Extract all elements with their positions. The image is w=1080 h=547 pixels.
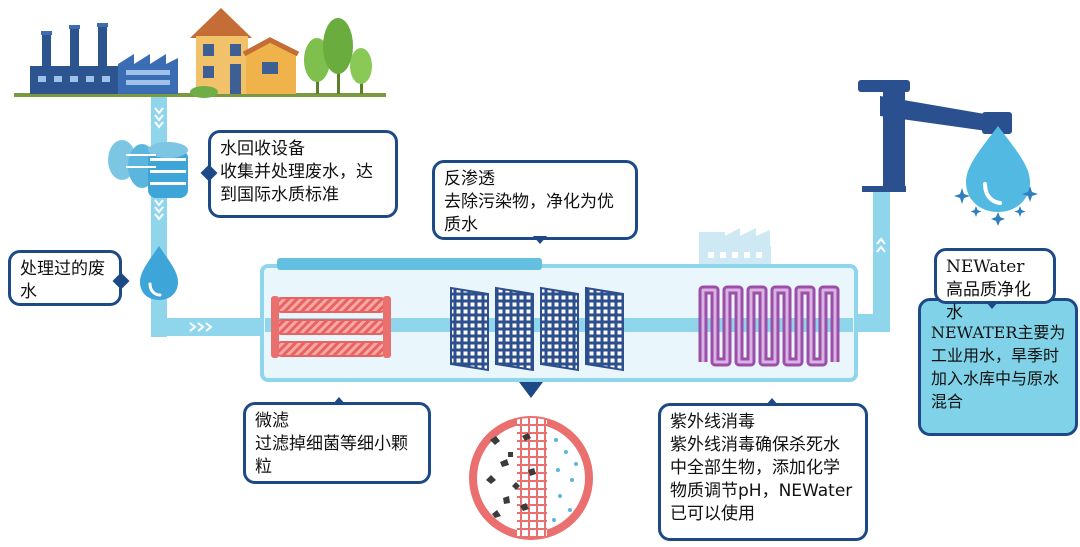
tree-icon [304,18,372,94]
house-icon [190,8,300,98]
factory-icon [30,23,178,94]
callout-title: 反渗透 [444,169,495,189]
water-tanks-icon [108,140,188,198]
magnified-filter-icon [469,382,593,540]
callout-microfiltration: 微滤 过滤掉细菌等细小颗粒 [243,402,431,484]
uv-lamp-icon [698,285,840,367]
callout-subtitle: 高品质净化水 [946,280,1031,323]
tap-icon [858,80,1012,192]
callout-body: 紫外线消毒确保杀死水中全部生物，添加化学物质调节pH，NEWater已可以使用 [670,435,853,524]
ro-membrane-icon [450,286,624,372]
water-drop-icon [140,246,178,300]
callout-body: NEWATER主要为工业用水，旱季时加入水库中与原水混合 [931,323,1066,411]
callout-body: 收集并处理废水，达到国际水质标准 [220,162,373,205]
callout-body: 过滤掉细菌等细小颗粒 [255,434,408,477]
callout-treated-wastewater: 处理过的废水 [8,250,122,306]
callout-title: 紫外线消毒 [670,412,755,432]
callout-body: 去除污染物，净化为优质水 [444,192,614,235]
callout-newater: NEWater 高品质净化水 [934,248,1056,323]
callout-title: 微滤 [255,411,289,431]
callout-reverse-osmosis: 反渗透 去除污染物，净化为优质水 [432,160,638,240]
sparkle-icon [954,186,1038,226]
callout-uv-disinfection: 紫外线消毒 紫外线消毒确保杀死水中全部生物，添加化学物质调节pH，NEWater… [658,403,868,541]
callout-water-recovery: 水回收设备 收集并处理废水，达到国际水质标准 [208,130,398,218]
callout-newater-note: NEWATER主要为工业用水，旱季时加入水库中与原水混合 [918,298,1078,436]
callout-title: NEWater [946,257,1025,277]
callout-title: 处理过的废水 [20,259,105,302]
microfilter-icon [271,296,391,358]
water-drop-icon [966,126,1030,212]
callout-title: 水回收设备 [220,139,305,159]
